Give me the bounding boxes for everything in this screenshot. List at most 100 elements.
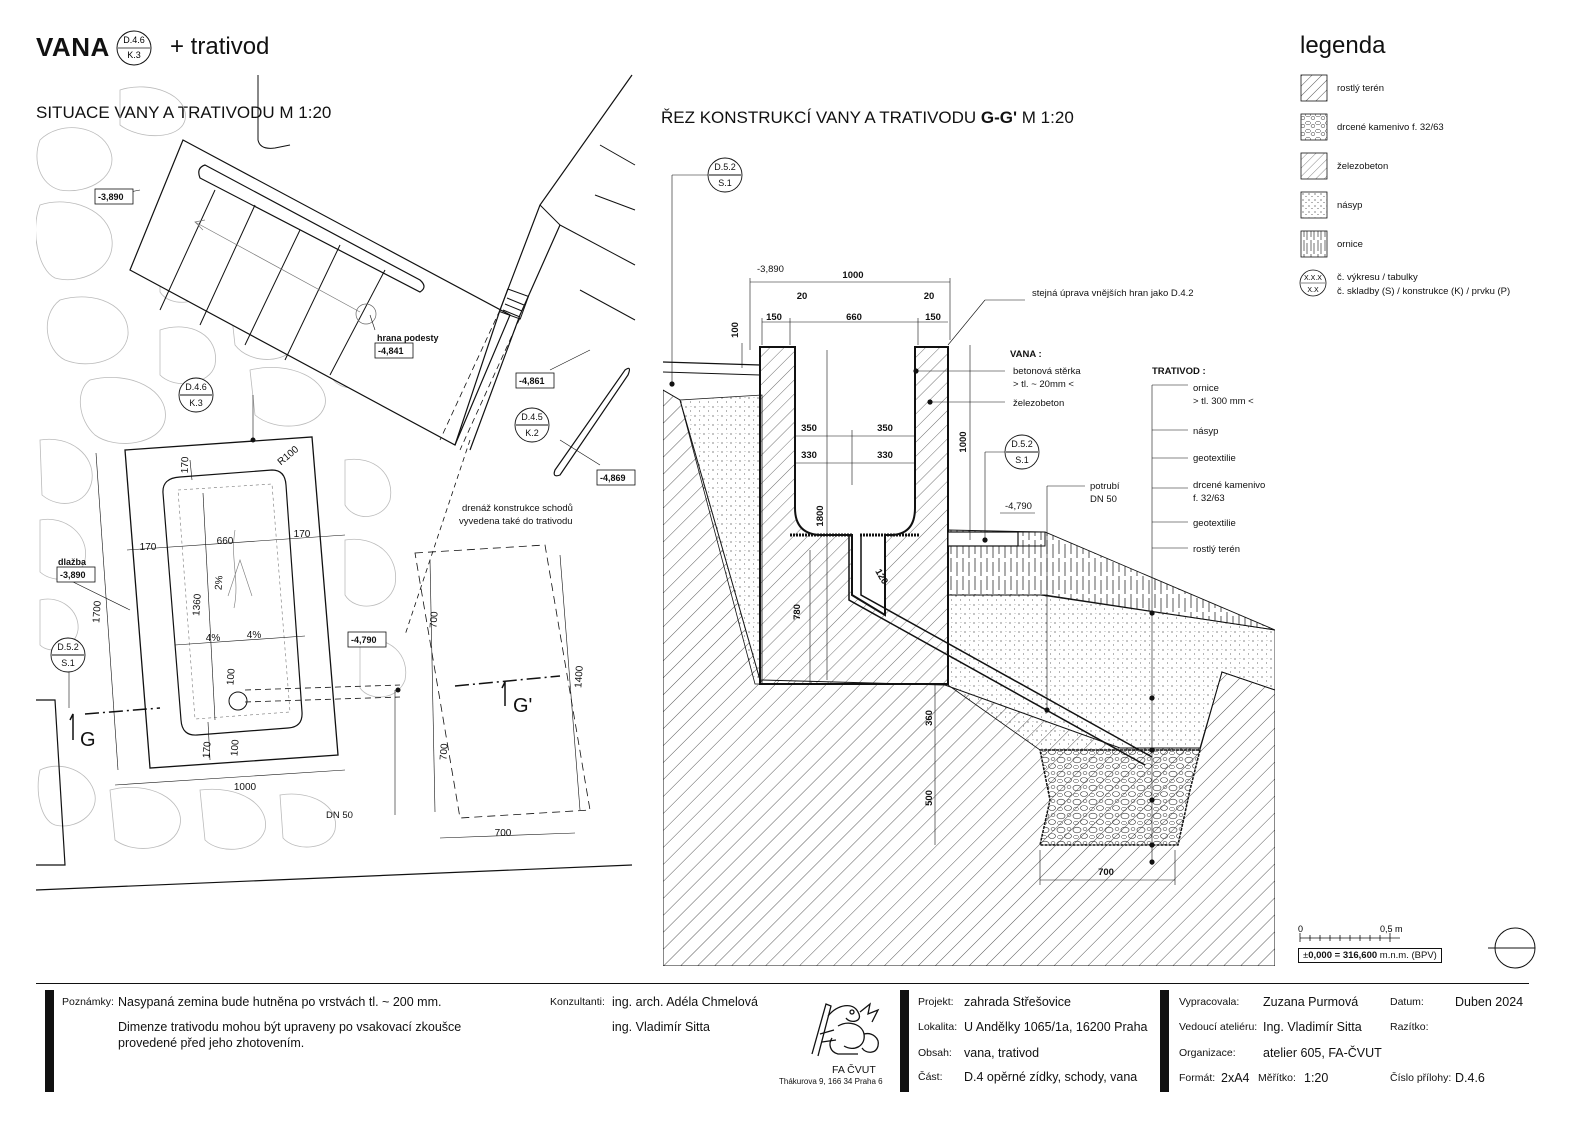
svg-text:100: 100 <box>730 322 741 338</box>
titleblock-rule <box>36 983 1529 984</box>
plan-drawing: D.4.6K.3 D.4.5K.2 D.5.2S.1 -3,890 -4,841… <box>35 74 636 891</box>
svg-text:G': G' <box>513 695 532 717</box>
svg-text:> tl. ~ 20mm <: > tl. ~ 20mm < <box>1013 379 1074 390</box>
datum-label: Datum: <box>1390 996 1424 1008</box>
title-reference-symbol: D.4.6 K.3 <box>116 30 152 66</box>
svg-text:X.X.X: X.X.X <box>1304 275 1322 282</box>
svg-text:S.1: S.1 <box>61 658 75 668</box>
legend-ref-line-1: č. výkresu / tabulky <box>1337 272 1418 283</box>
svg-text:násyp: násyp <box>1193 426 1218 437</box>
svg-text:D.5.2: D.5.2 <box>714 162 736 172</box>
svg-text:-3,890: -3,890 <box>60 570 86 580</box>
svg-text:drenáž konstrukce schodů: drenáž konstrukce schodů <box>462 503 573 514</box>
svg-text:D.4.6: D.4.6 <box>185 382 207 392</box>
poznamky-label: Poznámky: <box>62 996 114 1008</box>
svg-text:VANA :: VANA : <box>1010 349 1042 360</box>
svg-text:-4,841: -4,841 <box>378 346 404 356</box>
section-drawing: D.5.2S.1 D.5.2S.1 -3,890 -4,790 1000 20 … <box>663 157 1275 966</box>
konzultant-1: ing. arch. Adéla Chmelová <box>612 995 758 1009</box>
titleblock-bar-1 <box>45 990 54 1092</box>
svg-text:350: 350 <box>877 423 893 434</box>
svg-text:D.5.2: D.5.2 <box>1011 439 1033 449</box>
svg-text:geotextilie: geotextilie <box>1193 518 1236 529</box>
school-name: FA ČVUT <box>832 1064 876 1076</box>
projekt-label: Projekt: <box>918 996 954 1008</box>
svg-text:1360: 1360 <box>191 593 204 616</box>
svg-text:drcené kamenivo: drcené kamenivo <box>1193 480 1265 491</box>
svg-text:1400: 1400 <box>573 665 586 688</box>
cislo-label: Číslo přílohy: <box>1390 1072 1452 1084</box>
svg-text:> tl. 300 mm <: > tl. 300 mm < <box>1193 396 1254 407</box>
svg-text:1800: 1800 <box>815 505 826 526</box>
cast-label: Část: <box>918 1071 943 1083</box>
lokalita-label: Lokalita: <box>918 1021 958 1033</box>
legend-item-label: rostlý terén <box>1337 83 1384 94</box>
meritko-label: Měřítko: <box>1258 1072 1296 1084</box>
svg-text:150: 150 <box>925 312 941 323</box>
organizace-label: Organizace: <box>1179 1047 1236 1059</box>
legend-title: legenda <box>1300 32 1386 59</box>
svg-text:170: 170 <box>201 741 213 759</box>
svg-text:f. 32/63: f. 32/63 <box>1193 493 1225 504</box>
svg-text:700: 700 <box>1098 867 1114 878</box>
konzultant-2: ing. Vladimír Sitta <box>612 1020 710 1034</box>
svg-text:100: 100 <box>225 668 237 686</box>
svg-text:K.3: K.3 <box>127 50 141 60</box>
svg-text:150: 150 <box>766 312 782 323</box>
meritko-value: 1:20 <box>1304 1071 1329 1085</box>
svg-text:stejná úprava vnějších hran ja: stejná úprava vnějších hran jako D.4.2 <box>1032 288 1194 299</box>
svg-text:780: 780 <box>792 604 803 620</box>
svg-text:330: 330 <box>877 450 893 461</box>
legend-item-label: násyp <box>1337 200 1363 211</box>
svg-text:geotextilie: geotextilie <box>1193 453 1236 464</box>
svg-text:660: 660 <box>846 312 862 323</box>
scale-bar: 0 0,5 m <box>1298 924 1536 969</box>
svg-text:0: 0 <box>1298 924 1303 934</box>
svg-text:-4,790: -4,790 <box>1005 501 1032 512</box>
svg-text:0,5 m: 0,5 m <box>1380 924 1403 934</box>
legend-item-label: ornice <box>1337 239 1363 250</box>
svg-text:660: 660 <box>217 536 234 547</box>
svg-text:500: 500 <box>924 790 935 806</box>
sheet-title: VANA <box>36 32 110 62</box>
svg-text:-3,890: -3,890 <box>98 192 124 202</box>
svg-text:železobeton: železobeton <box>1013 398 1064 409</box>
svg-text:S.1: S.1 <box>1015 455 1029 465</box>
format-value: 2xA4 <box>1221 1071 1250 1085</box>
poznamka-1: Nasypaná zemina bude hutněna po vrstvách… <box>118 995 442 1009</box>
svg-text:potrubí: potrubí <box>1090 481 1120 492</box>
svg-text:1000: 1000 <box>958 431 969 452</box>
svg-text:X.X: X.X <box>1307 287 1319 294</box>
legend-swatches: X.X.X X.X <box>1299 74 1328 297</box>
svg-text:DN 50: DN 50 <box>326 810 353 821</box>
vedouci-label: Vedoucí ateliéru: <box>1179 1021 1258 1033</box>
school-address: Thákurova 9, 166 34 Praha 6 <box>779 1077 883 1086</box>
svg-text:360: 360 <box>924 710 935 726</box>
svg-text:dlažba: dlažba <box>58 557 87 567</box>
svg-text:D.4.6: D.4.6 <box>123 35 145 45</box>
poznamka-3: provedené před jeho zhotovením. <box>118 1036 305 1050</box>
school-lion-logo <box>811 1002 880 1057</box>
svg-text:-4,861: -4,861 <box>519 376 545 386</box>
svg-text:hrana podesty: hrana podesty <box>377 333 439 343</box>
svg-text:1000: 1000 <box>234 782 257 793</box>
cislo-value: D.4.6 <box>1455 1071 1485 1085</box>
konzultanti-label: Konzultanti: <box>550 996 605 1008</box>
svg-text:20: 20 <box>924 291 935 302</box>
svg-text:-4,790: -4,790 <box>351 635 377 645</box>
svg-text:G: G <box>80 729 96 751</box>
organizace-value: atelier 605, FA-ČVUT <box>1263 1046 1382 1060</box>
svg-text:700: 700 <box>438 743 450 761</box>
svg-text:170: 170 <box>140 542 157 553</box>
svg-text:rostlý terén: rostlý terén <box>1193 544 1240 555</box>
legend-ref-line-2: č. skladby (S) / konstrukce (K) / prvku … <box>1337 286 1511 297</box>
svg-text:2%: 2% <box>214 575 226 590</box>
svg-text:170: 170 <box>294 529 311 540</box>
svg-text:S.1: S.1 <box>718 178 732 188</box>
svg-text:vyvedena také do trativodu: vyvedena také do trativodu <box>459 516 573 527</box>
vypracovala-label: Vypracovala: <box>1179 996 1240 1008</box>
svg-text:K.3: K.3 <box>189 398 203 408</box>
poznamka-2: Dimenze trativodu mohou být upraveny po … <box>118 1020 462 1034</box>
svg-text:DN 50: DN 50 <box>1090 494 1117 505</box>
svg-text:D.4.5: D.4.5 <box>521 412 543 422</box>
